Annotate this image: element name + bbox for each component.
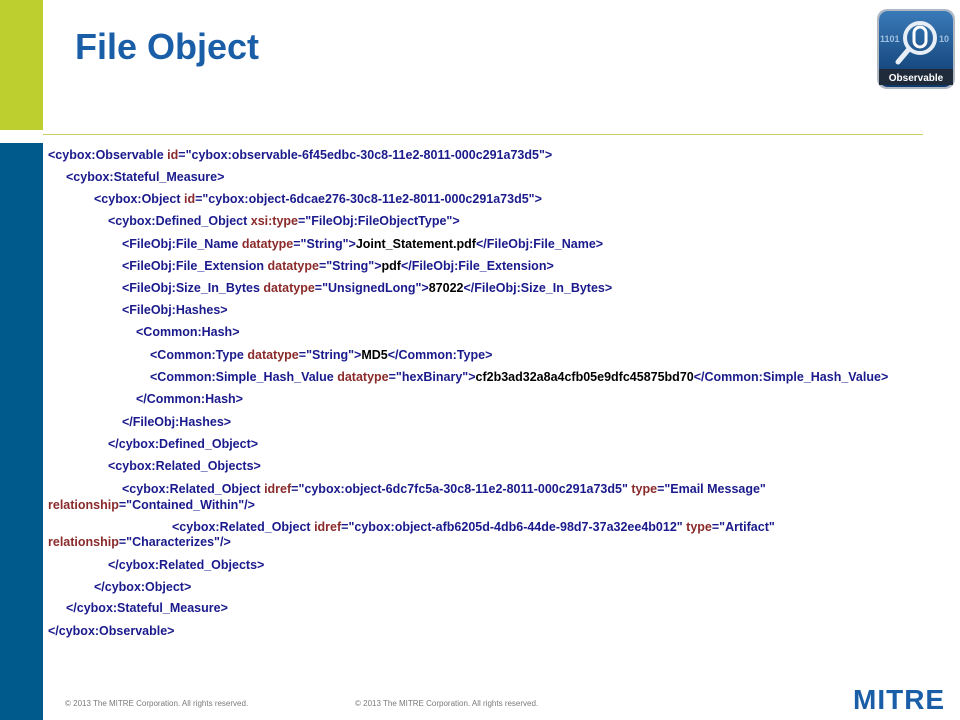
xml-code-line: <Common:Simple_Hash_Value datatype="hexB… — [150, 370, 888, 385]
xml-tag-text: </FileObj:Size_In_Bytes> — [463, 281, 613, 295]
xml-tag-text: <FileObj:File_Name — [122, 237, 242, 251]
xml-attribute-name: datatype — [247, 348, 299, 362]
xml-code-line: </cybox:Observable> — [48, 624, 174, 639]
xml-tag-text: <cybox:Stateful_Measure> — [66, 170, 225, 184]
xml-tag-text: <Common:Type — [150, 348, 248, 362]
xml-code-line: <cybox:Related_Object idref="cybox:objec… — [122, 482, 766, 497]
xml-code-line: </FileObj:Hashes> — [122, 415, 231, 430]
xml-code-line: </cybox:Stateful_Measure> — [66, 601, 228, 616]
xml-code-line: <FileObj:Hashes> — [122, 303, 228, 318]
xml-tag-text: <cybox:Object — [94, 192, 184, 206]
mitre-logo: MITRE — [853, 684, 946, 715]
xml-tag-text: </cybox:Defined_Object> — [108, 437, 259, 451]
xml-tag-text: </Common:Simple_Hash_Value> — [693, 370, 889, 384]
xml-code-line: <Common:Type datatype="String">MD5</Comm… — [150, 348, 492, 363]
sidebar-accent-bottom — [0, 143, 43, 720]
xml-attribute-name: datatype — [241, 237, 294, 251]
xml-attribute-name: id — [183, 192, 196, 206]
xml-tag-text: ="FileObj:FileObjectType"> — [298, 214, 460, 228]
xml-code-line: <cybox:Related_Objects> — [108, 459, 261, 474]
xml-tag-text: <Common:Simple_Hash_Value — [150, 370, 338, 384]
xml-value-text: MD5 — [361, 348, 388, 362]
xml-attribute-name: idref — [264, 482, 292, 496]
xml-attribute-name: idref — [314, 520, 342, 534]
xml-tag-text: ="hexBinary"> — [388, 370, 476, 384]
xml-code-line: </cybox:Defined_Object> — [108, 437, 258, 452]
observable-logo: 1101 10 Observable — [876, 8, 956, 90]
footer-copyright-right: © 2013 The MITRE Corporation. All rights… — [355, 699, 539, 708]
xml-tag-text: ="Artifact" — [711, 520, 775, 534]
xml-attribute-name: datatype — [337, 370, 389, 384]
xml-tag-text: <cybox:Related_Object — [122, 482, 265, 496]
xml-tag-text: </Common:Hash> — [136, 392, 243, 406]
xml-tag-text: ="UnsignedLong"> — [314, 281, 429, 295]
xml-value-text: pdf — [381, 259, 401, 273]
xml-value-text: 87022 — [428, 281, 464, 295]
xml-tag-text: <cybox:Related_Object — [172, 520, 315, 534]
xml-attribute-name: relationship — [48, 498, 119, 512]
xml-attribute-name: relationship — [48, 535, 119, 549]
xml-attribute-name: datatype — [267, 259, 319, 273]
xml-code-line: <cybox:Stateful_Measure> — [66, 170, 224, 185]
xml-tag-text: ="cybox:observable-6f45edbc-30c8-11e2-80… — [178, 148, 553, 162]
xml-tag-text: ="Characterizes"/> — [118, 535, 231, 549]
svg-text:Observable: Observable — [889, 73, 944, 84]
xml-tag-text: </FileObj:File_Name> — [475, 237, 604, 251]
xml-attribute-name: type — [631, 482, 658, 496]
svg-text:1101: 1101 — [880, 34, 900, 44]
xml-tag-text: <FileObj:Size_In_Bytes — [122, 281, 264, 295]
xml-tag-text: ="String"> — [318, 259, 382, 273]
xml-attribute-name: datatype — [263, 281, 315, 295]
xml-code-line: relationship="Contained_Within"/> — [48, 498, 255, 513]
xml-code-line: <FileObj:File_Name datatype="String">Joi… — [122, 237, 603, 252]
xml-tag-text: ="String"> — [298, 348, 362, 362]
xml-code-line: <cybox:Object id="cybox:object-6dcae276-… — [94, 192, 542, 207]
xml-tag-text: ="cybox:object-afb6205d-4db6-44de-98d7-3… — [341, 520, 687, 534]
xml-tag-text: ="String"> — [293, 237, 356, 251]
xml-tag-text: ="Contained_Within"/> — [118, 498, 255, 512]
xml-attribute-name: id — [167, 148, 179, 162]
xml-tag-text: </cybox:Related_Objects> — [108, 558, 265, 572]
footer-copyright-left: © 2013 The MITRE Corporation. All rights… — [65, 699, 249, 708]
xml-tag-text: <FileObj:File_Extension — [122, 259, 268, 273]
page-title: File Object — [75, 26, 260, 67]
title-divider — [43, 134, 923, 135]
xml-code-line: <cybox:Related_Object idref="cybox:objec… — [172, 520, 775, 535]
xml-tag-text: ="Email Message" — [657, 482, 766, 496]
xml-tag-text: <Common:Hash> — [136, 325, 240, 339]
xml-tag-text: </cybox:Observable> — [48, 624, 175, 638]
xml-tag-text: <cybox:Defined_Object — [108, 214, 251, 228]
xml-tag-text: <cybox:Related_Objects> — [108, 459, 261, 473]
sidebar-accent-top — [0, 0, 43, 130]
xml-code-line: </cybox:Related_Objects> — [108, 558, 264, 573]
xml-code-line: <cybox:Defined_Object xsi:type="FileObj:… — [108, 214, 460, 229]
xml-attribute-name: type — [686, 520, 712, 534]
xml-tag-text: </Common:Type> — [387, 348, 493, 362]
xml-tag-text: <FileObj:Hashes> — [122, 303, 228, 317]
xml-tag-text: <cybox:Observable — [48, 148, 168, 162]
xml-code-line: <Common:Hash> — [136, 325, 240, 340]
svg-text:10: 10 — [939, 34, 949, 44]
xml-code-line: <FileObj:Size_In_Bytes datatype="Unsigne… — [122, 281, 612, 296]
xml-attribute-name: xsi:type — [250, 214, 298, 228]
xml-code-line: </Common:Hash> — [136, 392, 243, 407]
xml-tag-text: </FileObj:File_Extension> — [400, 259, 554, 273]
xml-code-line: <cybox:Observable id="cybox:observable-6… — [48, 148, 552, 163]
xml-code-line: <FileObj:File_Extension datatype="String… — [122, 259, 554, 274]
xml-code-line: </cybox:Object> — [94, 580, 191, 595]
xml-tag-text: ="cybox:object-6dcae276-30c8-11e2-8011-0… — [195, 192, 542, 206]
xml-code-line: relationship="Characterizes"/> — [48, 535, 231, 550]
xml-tag-text: </cybox:Stateful_Measure> — [66, 601, 228, 615]
xml-tag-text: </FileObj:Hashes> — [122, 415, 232, 429]
xml-value-text: Joint_Statement.pdf — [355, 237, 476, 251]
xml-tag-text: </cybox:Object> — [94, 580, 192, 594]
magnifier-icon: 1101 10 Observable — [877, 9, 955, 89]
xml-value-text: cf2b3ad32a8a4cfb05e9dfc45875bd70 — [475, 370, 694, 384]
xml-tag-text: ="cybox:object-6dc7fc5a-30c8-11e2-8011-0… — [291, 482, 632, 496]
